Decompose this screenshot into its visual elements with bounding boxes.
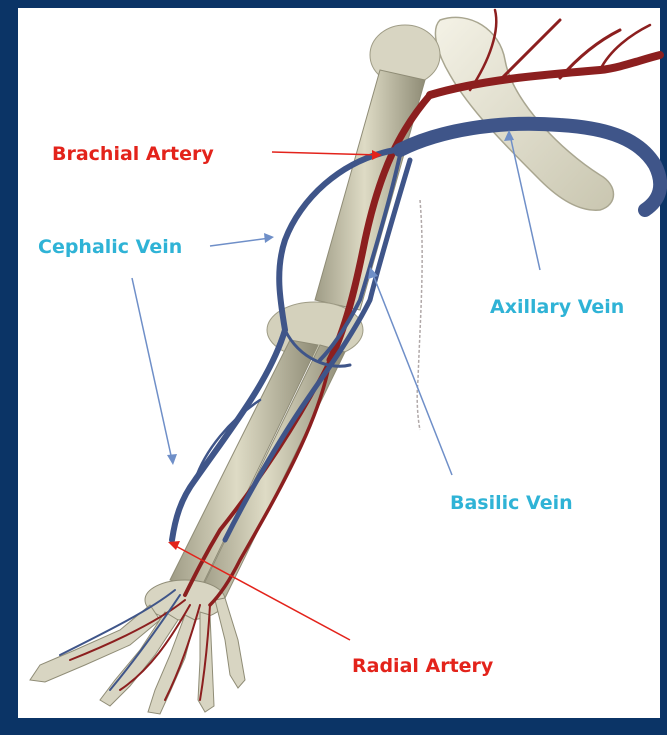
basilic-vein-label: Basilic Vein bbox=[450, 492, 573, 514]
cephalic-vein-label: Cephalic Vein bbox=[38, 236, 182, 258]
axillary-vein-label: Axillary Vein bbox=[490, 296, 624, 318]
cephalic-vein-pointer-lower bbox=[132, 278, 172, 460]
clavicle-bone bbox=[435, 17, 613, 210]
radial-artery-label: Radial Artery bbox=[352, 655, 493, 677]
brachial-artery-label: Brachial Artery bbox=[52, 143, 214, 165]
basilic-vein-pointer bbox=[372, 272, 452, 475]
cephalic-vein-pointer-upper bbox=[210, 238, 270, 246]
